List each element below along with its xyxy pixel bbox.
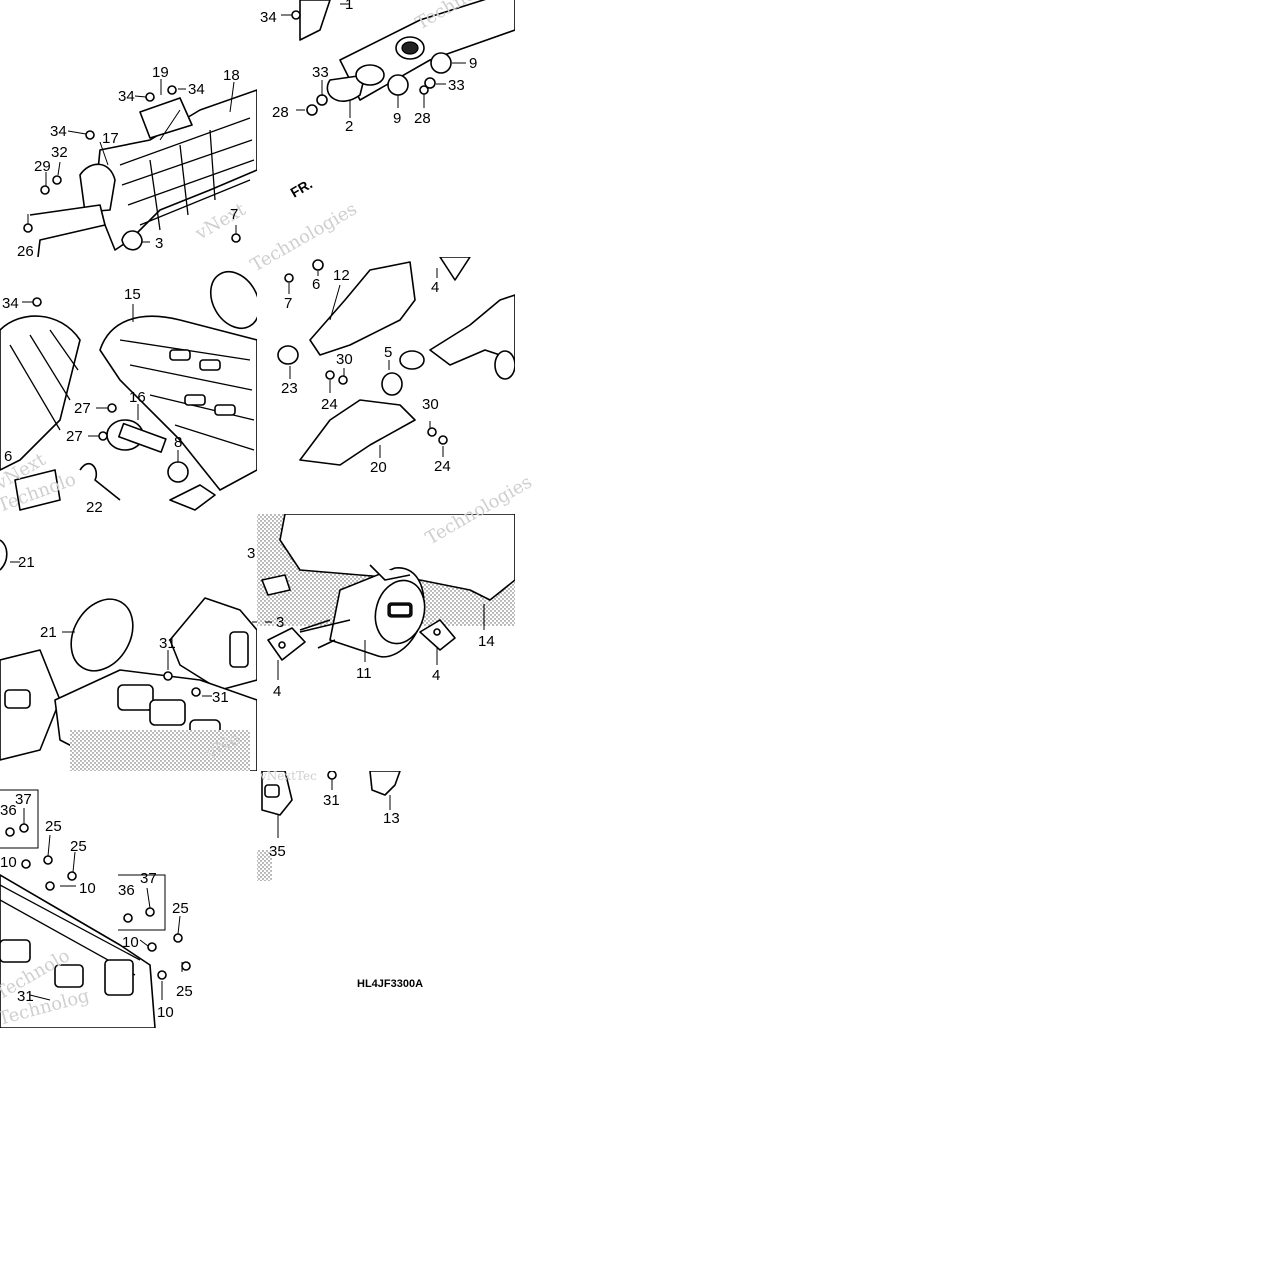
callout-label: 33: [448, 77, 465, 94]
callout-labels: 1 2 3 3 3 4 4 4 5 6 6 7 7 8 9 9 10 10 10…: [0, 0, 495, 1021]
callout-label: 34: [260, 9, 277, 26]
callout-label: 3: [276, 614, 284, 631]
diagram-code: HL4JF3300A: [357, 978, 423, 990]
callout-label: 34: [2, 295, 19, 312]
callout-label: 37: [140, 870, 157, 887]
callout-label: 3: [247, 545, 255, 562]
tile-heat-shield-rear: [0, 539, 257, 771]
callout-label: 4: [273, 683, 281, 700]
callout-label: 4: [431, 279, 439, 296]
watermark-text: vNextTec: [259, 769, 317, 783]
callout-label: 4: [432, 667, 440, 684]
callout-label: 10: [0, 854, 17, 871]
callout-label: 10: [79, 880, 96, 897]
callout-label: 15: [124, 286, 141, 303]
tile-muffler: [257, 514, 515, 680]
callout-label: 26: [17, 243, 34, 260]
callout-label: 24: [434, 458, 451, 475]
callout-label: 12: [333, 267, 350, 284]
callout-label: 21: [18, 554, 35, 571]
callout-label: 2: [345, 118, 353, 135]
callout-label: 31: [159, 635, 176, 652]
callout-label: 10: [122, 934, 139, 951]
callout-label: 14: [478, 633, 495, 650]
callout-label: 19: [152, 64, 169, 81]
front-direction-label: FR.: [288, 175, 316, 200]
callout-label: 7: [230, 206, 238, 223]
callout-label: 9: [469, 55, 477, 72]
watermark-text: Technologies: [247, 199, 361, 277]
callout-label: 18: [223, 67, 240, 84]
callout-label: 7: [284, 295, 292, 312]
callout-label: 35: [269, 843, 286, 860]
callout-label: 10: [157, 1004, 174, 1021]
callout-label: 31: [323, 792, 340, 809]
callout-label: 29: [34, 158, 51, 175]
callout-label: 28: [414, 110, 431, 127]
callout-label: 33: [312, 64, 329, 81]
callout-label: 37: [15, 791, 32, 808]
tile-rear-brackets: [257, 771, 401, 881]
callout-label: 36: [118, 882, 135, 899]
tile-heat-shield-front: [23, 79, 257, 257]
callout-label: 21: [40, 624, 57, 641]
callout-label: 17: [102, 130, 119, 147]
callout-label: 28: [272, 104, 289, 121]
callout-label: 9: [393, 110, 401, 127]
tile-heat-shield-mid: [0, 270, 257, 511]
callout-label: 27: [74, 400, 91, 417]
tile-exhaust-pipe: [281, 0, 515, 118]
callout-label: 36: [0, 802, 17, 819]
callout-label: 34: [50, 123, 67, 140]
callout-label: 30: [336, 351, 353, 368]
callout-label: 22: [86, 499, 103, 516]
watermark-text: vNext: [191, 199, 250, 245]
callout-label: 31: [17, 988, 34, 1005]
callout-label: 5: [384, 344, 392, 361]
callout-label: 23: [281, 380, 298, 397]
callout-label: 34: [118, 88, 135, 105]
callout-label: 3: [155, 235, 163, 252]
callout-label: 25: [70, 838, 87, 855]
callout-label: 6: [312, 276, 320, 293]
callout-label: 31: [212, 689, 229, 706]
tile-tailpipe-shields: [277, 257, 515, 466]
callout-label: 30: [422, 396, 439, 413]
callout-label: 32: [51, 144, 68, 161]
callout-label: 8: [174, 434, 182, 451]
tile-lower-shield-bolts: [0, 789, 191, 1028]
callout-label: 11: [356, 665, 372, 682]
callout-label: 24: [321, 396, 338, 413]
callout-label: 25: [45, 818, 62, 835]
callout-label: 16: [129, 389, 146, 406]
callout-label: 1: [345, 0, 353, 13]
callout-label: 25: [176, 983, 193, 1000]
callout-label: 27: [66, 428, 83, 445]
callout-label: 34: [188, 81, 205, 98]
callout-label: 13: [383, 810, 400, 827]
callout-label: 6: [4, 448, 12, 465]
callout-label: 20: [370, 459, 387, 476]
callout-label: 25: [172, 900, 189, 917]
